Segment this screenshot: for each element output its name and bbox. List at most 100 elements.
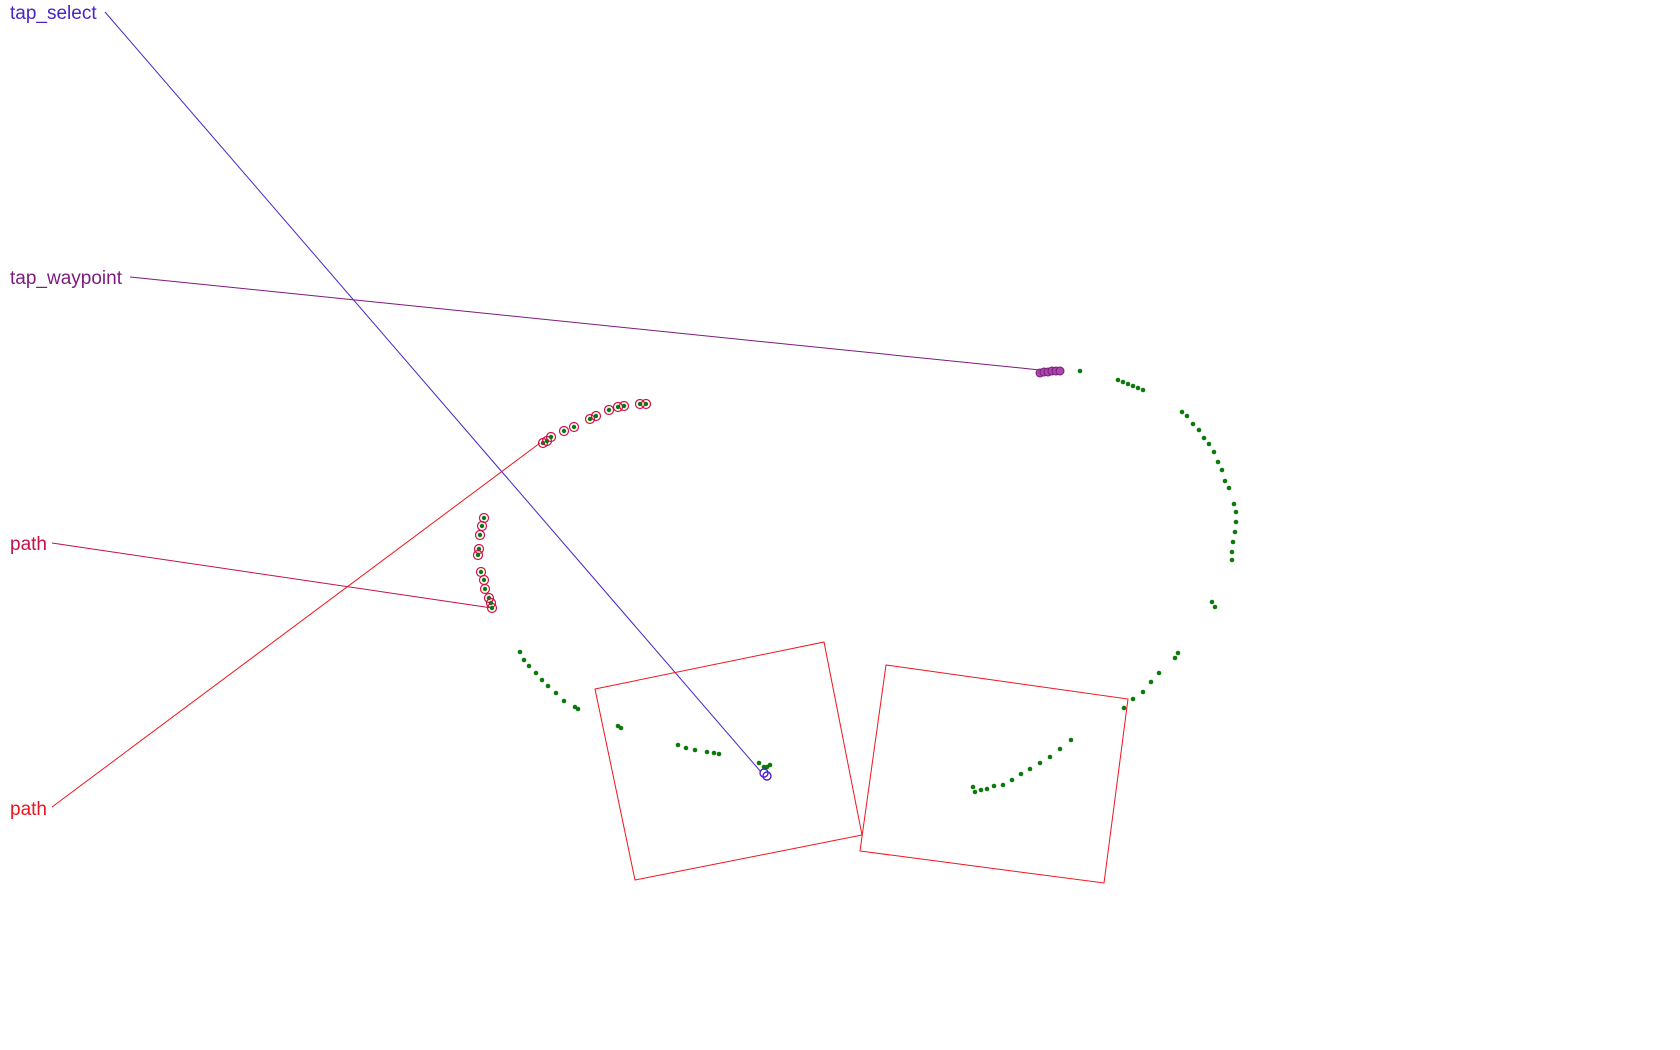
path-point — [489, 605, 495, 611]
path-point — [593, 413, 599, 419]
track-point — [1190, 421, 1196, 427]
track-point — [1037, 760, 1043, 766]
track-point — [521, 657, 527, 663]
path-point — [606, 407, 612, 413]
path-point — [477, 532, 483, 538]
track-point — [553, 690, 559, 696]
track-point — [1212, 604, 1218, 610]
track-point — [561, 698, 567, 704]
track-point — [1121, 705, 1127, 711]
track-point — [526, 663, 532, 669]
track-point — [675, 742, 681, 748]
path-point-ring — [472, 549, 484, 561]
track-point — [517, 649, 523, 655]
track-point — [978, 787, 984, 793]
track-point — [539, 677, 545, 683]
track-point — [1057, 746, 1063, 752]
track-point — [1219, 467, 1225, 473]
path-lower-label: path — [10, 799, 47, 820]
track-point — [1115, 377, 1121, 383]
track-point — [1232, 529, 1238, 535]
tap-waypoint-leader — [129, 276, 1041, 371]
path-point — [587, 416, 593, 422]
track-point — [618, 725, 624, 731]
track-point — [1172, 655, 1178, 661]
track-point — [1215, 459, 1221, 465]
region-box-left — [594, 641, 863, 881]
path-point-ring — [474, 529, 486, 541]
path-upper-label: path — [10, 534, 47, 555]
track-point — [1175, 650, 1181, 656]
track-point — [545, 683, 551, 689]
track-point — [1140, 689, 1146, 695]
path-point-ring — [486, 602, 498, 614]
path-point — [544, 438, 550, 444]
track-point — [711, 750, 717, 756]
path-point-ring — [584, 413, 596, 425]
track-point — [1184, 413, 1190, 419]
track-point — [1148, 679, 1154, 685]
track-point — [1229, 549, 1235, 555]
track-point — [575, 706, 581, 712]
track-point — [767, 762, 773, 768]
track-point — [1018, 771, 1024, 777]
track-point — [991, 783, 997, 789]
track-point — [1179, 409, 1185, 415]
track-point — [1233, 519, 1239, 525]
path-point — [643, 401, 649, 407]
waypoint-marker — [1055, 366, 1065, 376]
track-point — [1230, 539, 1236, 545]
path-point — [482, 586, 488, 592]
track-point — [1233, 509, 1239, 515]
track-point — [1130, 696, 1136, 702]
track-point — [1209, 599, 1215, 605]
path-point — [478, 569, 484, 575]
path-point — [571, 424, 577, 430]
track-point — [1130, 383, 1136, 389]
path-point — [475, 552, 481, 558]
track-point — [1196, 427, 1202, 433]
track-point — [1211, 449, 1217, 455]
path-point — [561, 428, 567, 434]
path-point-ring — [568, 421, 580, 433]
track-point — [1068, 737, 1074, 743]
track-point — [1120, 379, 1126, 385]
path-point-ring — [618, 400, 630, 412]
track-point — [1027, 766, 1033, 772]
track-point — [984, 786, 990, 792]
tap-waypoint-label: tap_waypoint — [10, 268, 123, 289]
path-upper-leader — [51, 542, 493, 609]
path-point — [548, 434, 554, 440]
selected-marker — [762, 771, 772, 781]
track-point — [970, 784, 976, 790]
track-point — [1156, 670, 1162, 676]
path-point-ring — [590, 410, 602, 422]
path-point-ring — [558, 425, 570, 437]
track-point — [716, 751, 722, 757]
track-point — [1201, 435, 1207, 441]
path-point-ring — [545, 431, 557, 443]
track-point — [1125, 381, 1131, 387]
region-box-right — [859, 664, 1129, 884]
track-point — [1135, 385, 1141, 391]
path-point — [621, 403, 627, 409]
path-point-ring — [479, 583, 491, 595]
tap-select-label: tap_select — [10, 3, 97, 24]
path-lower-leader — [51, 442, 541, 808]
track-point — [1009, 777, 1015, 783]
track-point — [1206, 441, 1212, 447]
path-point — [481, 577, 487, 583]
track-point — [683, 745, 689, 751]
track-point — [1047, 754, 1053, 760]
track-point — [1229, 557, 1235, 563]
tap-select-leader — [104, 11, 762, 773]
track-point — [972, 789, 978, 795]
path-point — [479, 523, 485, 529]
track-point — [1231, 501, 1237, 507]
track-point — [1140, 387, 1146, 393]
track-point — [1077, 368, 1083, 374]
path-point-ring — [478, 512, 490, 524]
track-point — [756, 760, 762, 766]
track-point — [1222, 478, 1228, 484]
